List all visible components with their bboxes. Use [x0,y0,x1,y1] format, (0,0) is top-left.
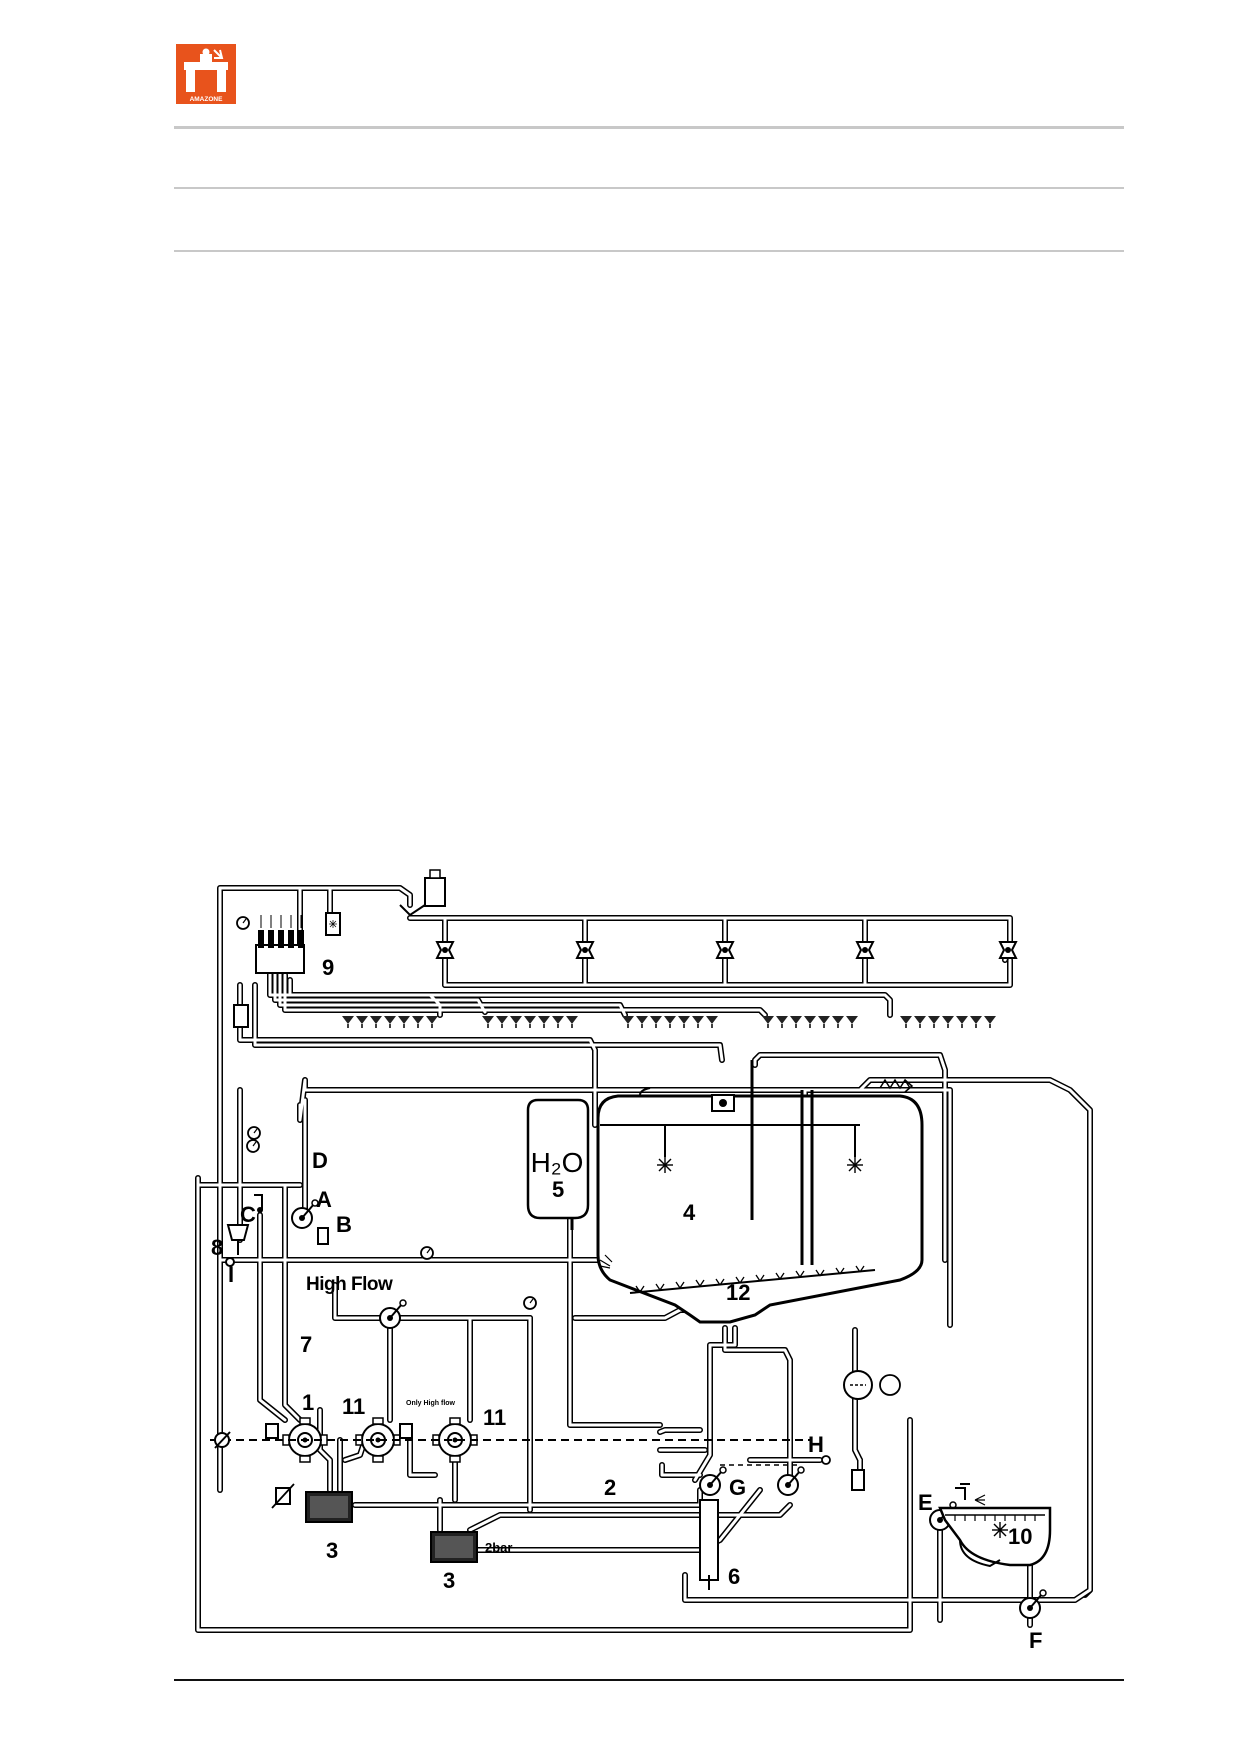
label-9: 9 [322,955,334,980]
header-rule-bottom [174,250,1124,252]
label-a: A [316,1187,332,1212]
pump-valve-box-1 [265,1423,279,1439]
suction-filter-2 [430,1531,478,1563]
tank-inlet-valve [711,1094,735,1112]
label-7: 7 [300,1332,312,1357]
return-flow-meter [233,1004,249,1028]
label-h: H [808,1432,824,1457]
gauge-small-1 [247,1126,261,1140]
label-3-a: 3 [326,1538,338,1563]
section-valve-manifold [255,915,305,974]
label-e: E [918,1490,933,1515]
label-10: 10 [1008,1524,1032,1549]
fill-connection [879,1078,914,1093]
label-c: C [240,1202,256,1227]
gauge-small-4 [246,1139,260,1153]
high-flow-valve [379,1299,407,1329]
valve-c-fitting [254,1194,263,1213]
amazone-logo: AMAZONE [176,44,236,104]
label-11-b: 11 [483,1405,506,1430]
label-f: F [1029,1628,1042,1653]
main-tank [596,1060,924,1324]
boom-section-valves [436,941,1017,959]
logo-text: AMAZONE [190,96,224,103]
accumulator [843,1370,901,1491]
valve-i [225,1257,235,1267]
label-2: 2 [604,1475,616,1500]
label-12: 12 [726,1280,750,1305]
label-11-a: 11 [342,1394,365,1419]
label-2bar: 2bar [485,1540,512,1555]
valve-b-fitting [317,1227,329,1245]
freshwater-tank: H₂O [526,1098,590,1230]
label-b: B [336,1212,352,1237]
pressure-regulator [399,869,446,917]
label-4: 4 [683,1200,696,1225]
pressure-filter-8 [226,1224,250,1255]
injector-nozzle [699,1499,719,1590]
label-g: G [729,1475,746,1500]
gauge-small-2 [420,1246,434,1260]
label-d: D [312,1148,328,1173]
pressure-gauge-icon [236,916,250,930]
induction-bowl [938,1483,1052,1568]
label-6: 6 [728,1564,740,1589]
gauge-small-3 [523,1296,537,1310]
header-rule-top [174,126,1124,129]
valve-h [821,1455,831,1465]
label-high-flow: High Flow [306,1274,393,1295]
header-rule-middle [174,187,1124,189]
pressure-relief-valve [271,1483,295,1509]
label-5: 5 [552,1177,564,1202]
label-i: I [228,1262,234,1287]
h2o-label: H₂O [531,1147,584,1178]
pto-coupling [214,1431,231,1449]
label-only-high-flow: Only High flow [406,1400,456,1407]
suction-filter-1 [305,1491,353,1523]
footer-rule [174,1679,1124,1681]
label-1: 1 [302,1390,314,1415]
flow-meter [325,912,341,936]
valve-g-1 [699,1466,727,1496]
pump-valve-box-2 [399,1423,413,1439]
label-8: 8 [211,1235,223,1260]
label-3-b: 3 [443,1568,455,1593]
